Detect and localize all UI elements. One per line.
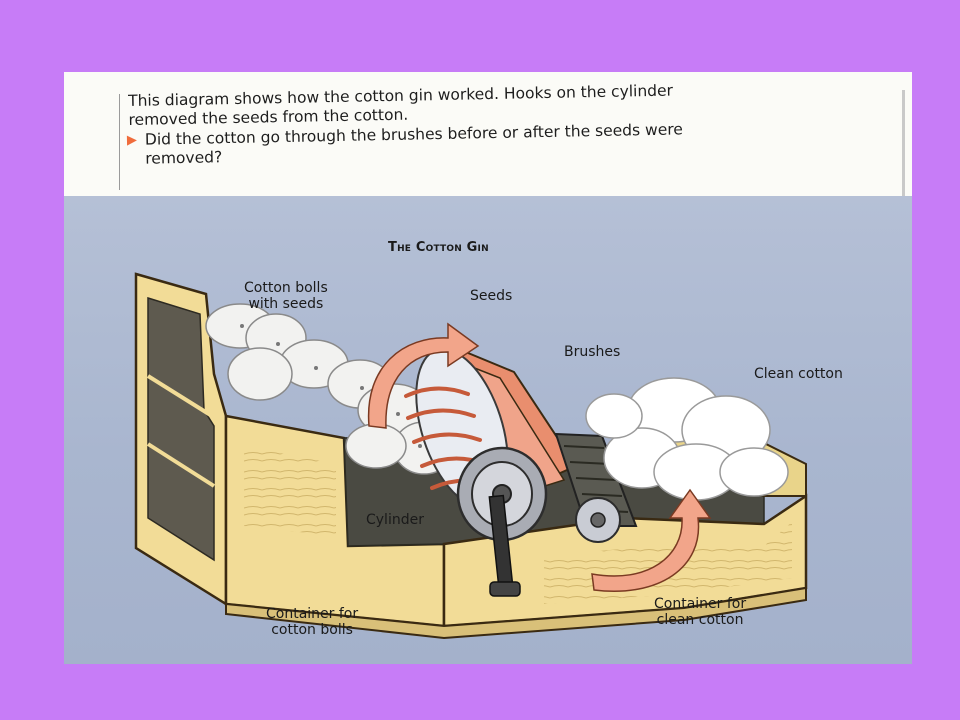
base-platform xyxy=(225,586,807,640)
slide: This diagram shows how the cotton gin wo… xyxy=(64,72,912,664)
seed-direction-arrow xyxy=(367,322,480,429)
label-clean-cotton: Clean cotton xyxy=(754,366,843,382)
left-panel-slats xyxy=(147,296,215,562)
label-cotton-bolls-line-1: Cotton bolls xyxy=(244,280,328,296)
label-container-clean-cotton: Container for clean cotton xyxy=(654,596,746,628)
cylinder xyxy=(404,348,548,542)
label-brushes: Brushes xyxy=(564,344,621,360)
cotton-gin-drawing xyxy=(134,272,808,640)
label-container-clean-line-1: Container for xyxy=(654,596,747,612)
caption-panel: This diagram shows how the cotton gin wo… xyxy=(64,72,912,197)
cotton-gin-illustration: The Cotton Gin Cotton bolls with seeds S… xyxy=(64,196,912,664)
label-container-bolls-line-1: Container for xyxy=(266,606,359,622)
label-cylinder: Cylinder xyxy=(366,512,424,528)
clean-cotton xyxy=(585,377,789,501)
label-cotton-bolls: Cotton bolls with seeds xyxy=(244,280,328,312)
caption-left-rule xyxy=(119,94,120,190)
label-cotton-bolls-line-2: with seeds xyxy=(248,296,324,312)
brush-roller xyxy=(554,432,638,543)
label-container-clean-line-2: clean cotton xyxy=(656,612,744,628)
triangle-bullet-icon: ▶ xyxy=(126,132,138,149)
label-seeds: Seeds xyxy=(470,288,513,304)
diagram-title: The Cotton Gin xyxy=(388,240,489,255)
crank-handle xyxy=(488,494,521,597)
label-container-cotton-bolls: Container for cotton bolls xyxy=(266,606,358,638)
clean-cotton-direction-arrow xyxy=(591,488,712,592)
caption-text: This diagram shows how the cotton gin wo… xyxy=(126,79,829,169)
caption-right-rule xyxy=(902,90,905,196)
label-container-bolls-line-2: cotton bolls xyxy=(271,622,353,638)
